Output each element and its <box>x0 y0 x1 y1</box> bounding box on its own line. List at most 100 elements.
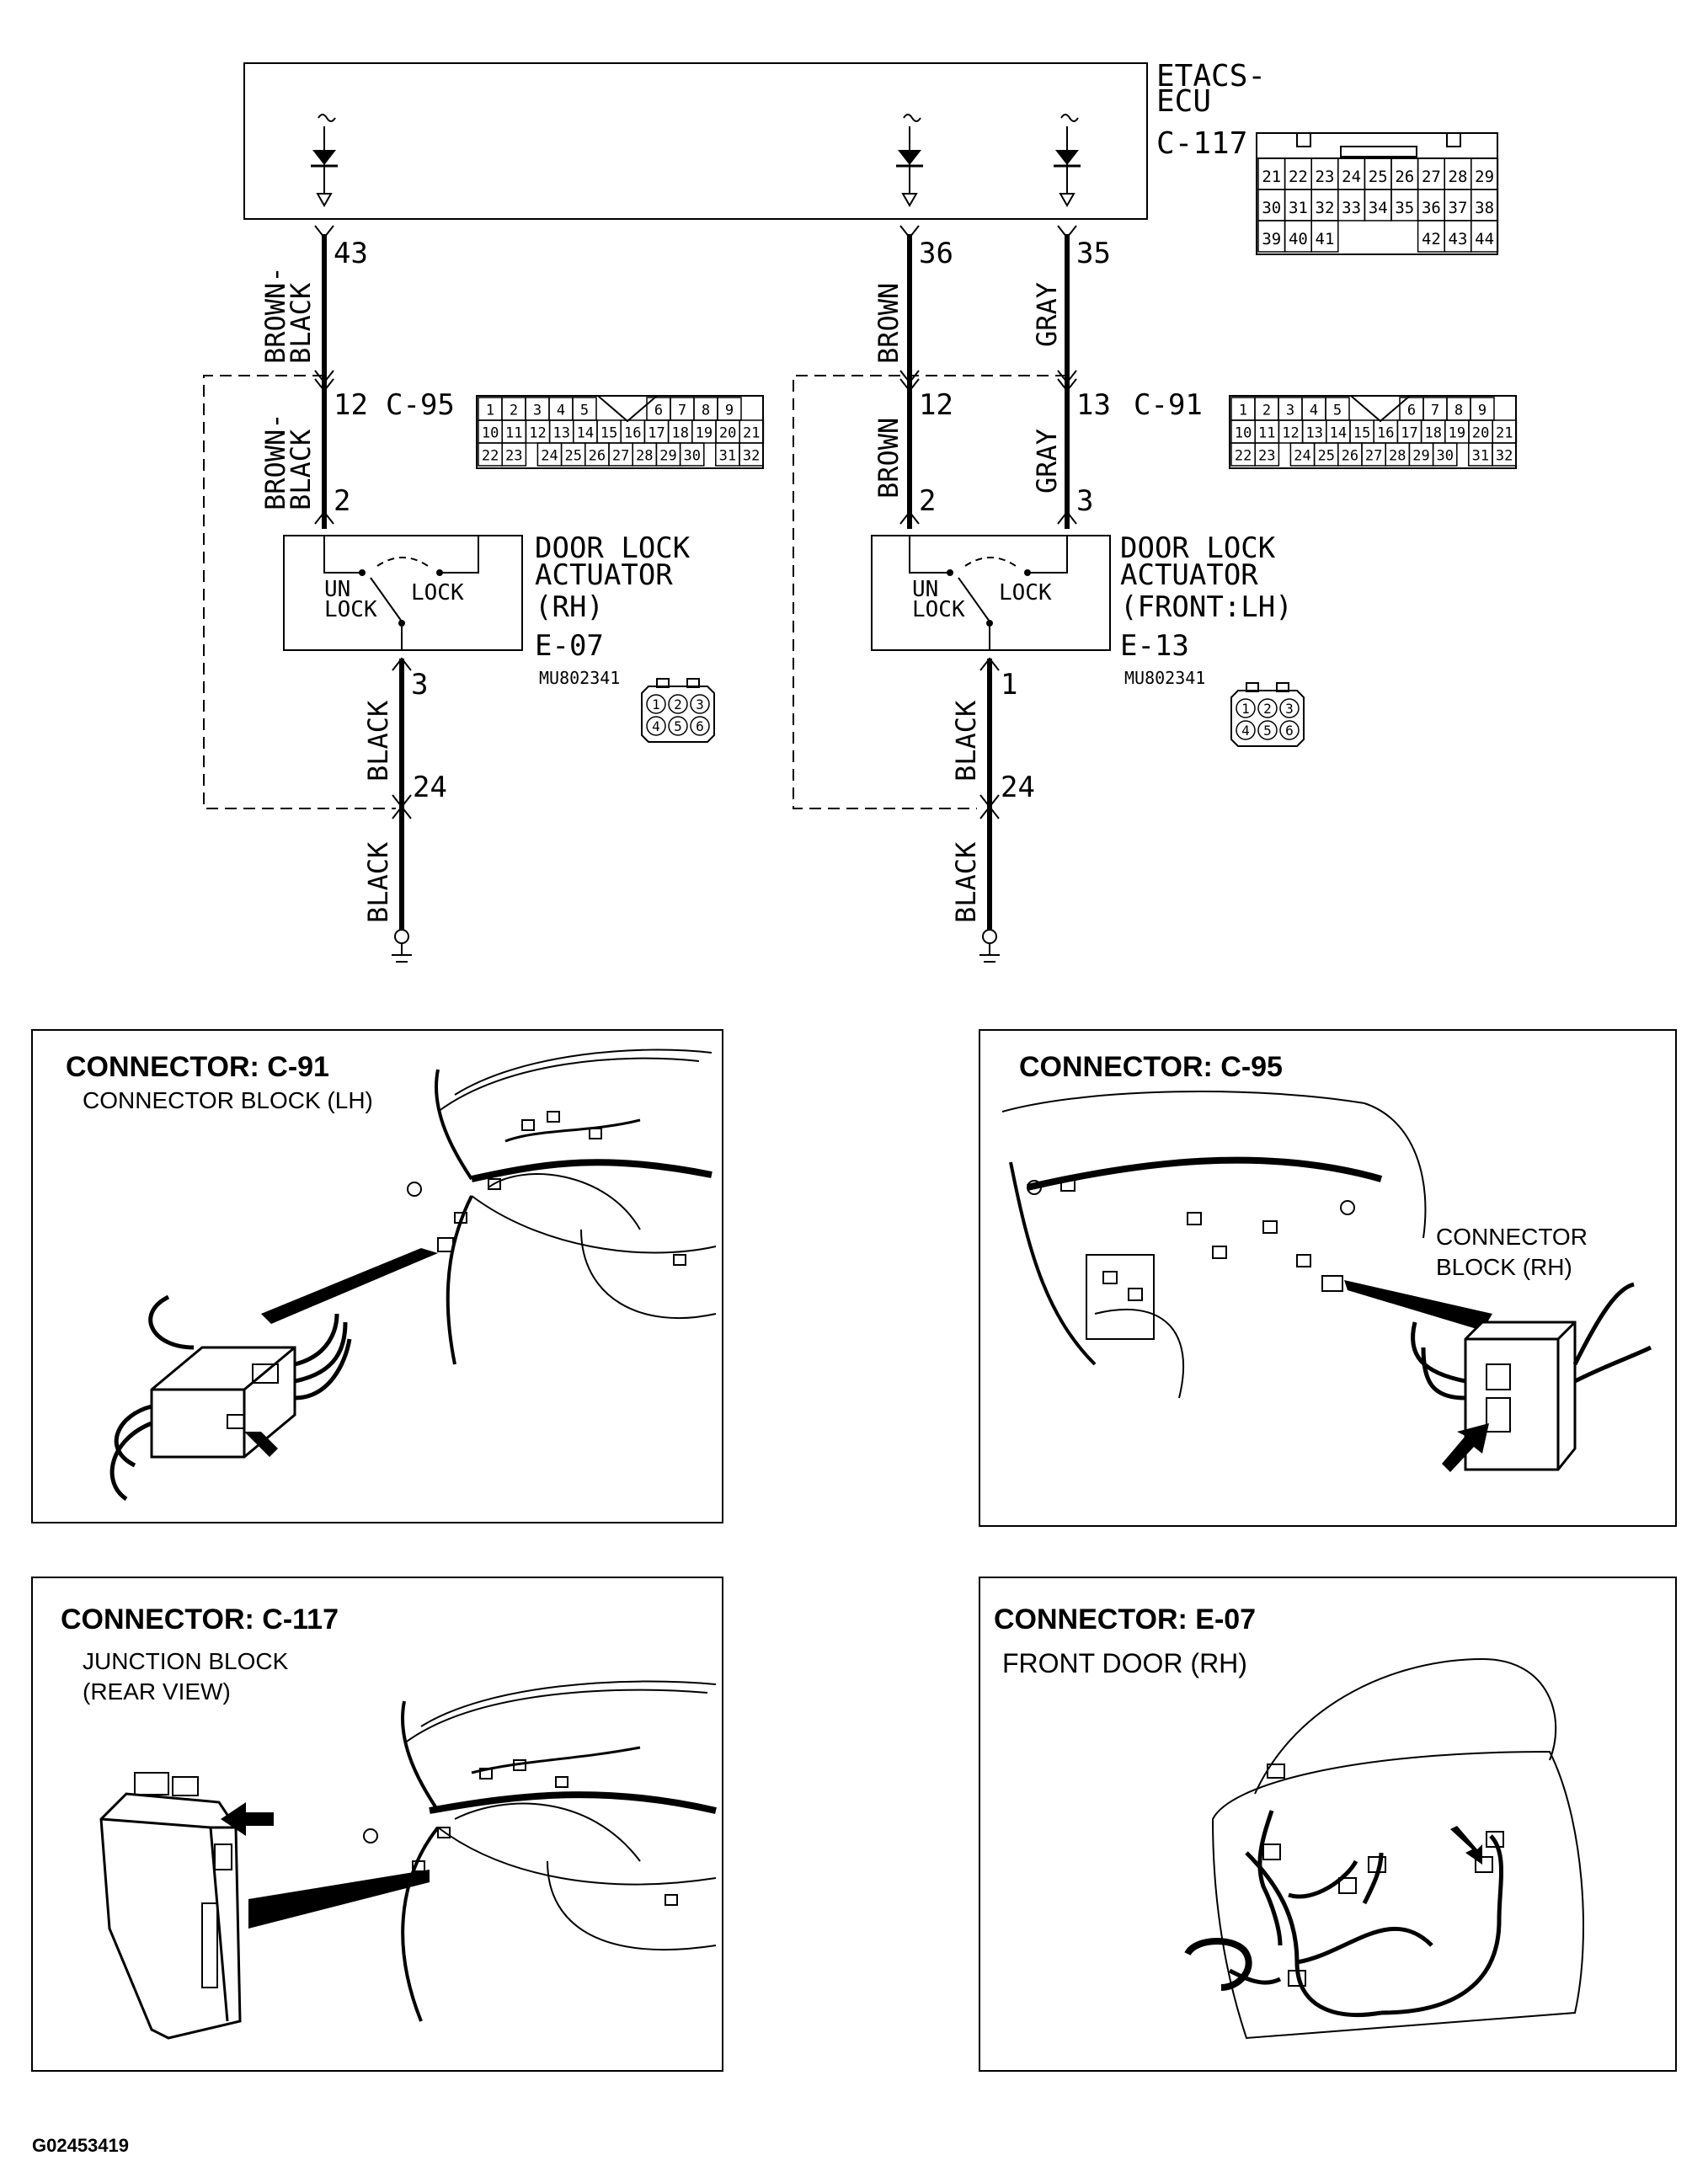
connector-pin-cell: 26 <box>589 447 606 464</box>
connector-pin-cell: 11 <box>505 424 522 441</box>
connector-pin-cell: 18 <box>1424 424 1441 441</box>
actuator-rh-block <box>283 535 523 651</box>
connector-pin-cell: 28 <box>1389 447 1406 464</box>
connector-pin-cell: 31 <box>1472 447 1489 464</box>
connector-pin-cell: 32 <box>743 447 760 464</box>
ecu-pin-cell: 34 <box>1369 199 1388 217</box>
panel-c95-title: CONNECTOR: C-95 <box>1019 1051 1283 1083</box>
connector-pin-cell: 21 <box>1496 424 1513 441</box>
connector-pin-cell: 32 <box>1496 447 1513 464</box>
harness-boundary-rh <box>203 375 396 809</box>
connector-pin-cell: 12 <box>529 424 546 441</box>
plug-pin-label: 5 <box>1263 723 1272 739</box>
plug-pin-circle <box>1279 698 1300 718</box>
plug-pin-label: 3 <box>696 696 704 712</box>
connector-pin-cell: 16 <box>624 424 641 441</box>
connector-pin-cell: 6 <box>1407 402 1416 419</box>
panel-c95-label-line2: BLOCK (RH) <box>1436 1254 1572 1280</box>
plug-pin-label: 4 <box>1241 723 1250 739</box>
connector-pin-cell: 18 <box>671 424 688 441</box>
ecu-pin-cell: 39 <box>1262 230 1281 248</box>
panel-e07-subtitle: FRONT DOOR (RH) <box>1002 1648 1247 1678</box>
wire-36-pin: 36 <box>919 237 953 270</box>
connector-pin-cell: 30 <box>1436 447 1453 464</box>
connector-pin-cell: 11 <box>1258 424 1275 441</box>
panel-c117 <box>31 1577 723 2072</box>
dashboard-illustration-c117 <box>363 1680 717 2022</box>
ecu-pin-cell: 37 <box>1449 199 1468 217</box>
actuator-lh-part-number: MU802341 <box>1124 668 1205 688</box>
ecu-diode-mid <box>896 114 923 208</box>
ecu-pin-cell: 38 <box>1475 199 1494 217</box>
lh-ground-wire-color-2: BLACK <box>950 841 982 923</box>
connector-pin-cell-box <box>739 442 764 467</box>
connector-pin-cell: 8 <box>1454 402 1463 419</box>
front-door-illustration <box>1184 1657 1584 2040</box>
actuator-lh-plug-icon <box>1230 682 1305 747</box>
plug-pin-circle <box>668 694 688 714</box>
ecu-pin-cell: 22 <box>1289 168 1308 186</box>
rh-ground-pin: 3 <box>411 668 428 702</box>
plug-pin-label: 1 <box>1241 701 1250 717</box>
actuator-lh-block <box>871 535 1111 651</box>
lh-ground-wire-color: BLACK <box>950 700 982 782</box>
actuator-lh-unlock-line2: LOCK <box>912 597 965 622</box>
connector-pin-cell: 17 <box>1401 424 1417 441</box>
connector-pin-cell: 8 <box>702 402 710 419</box>
connector-pin-cell: 7 <box>678 402 686 419</box>
connector-pin-cell: 22 <box>1235 447 1252 464</box>
panel-e07-title: CONNECTOR: E-07 <box>994 1603 1256 1635</box>
panel-c95 <box>979 1029 1677 1527</box>
panel-c117-title: CONNECTOR: C-117 <box>61 1603 339 1635</box>
lh-ground-wire <box>979 657 1000 963</box>
panel-e07 <box>979 1577 1677 2072</box>
actuator-lh-title-line1: DOOR LOCK <box>1120 531 1276 565</box>
actuator-rh-title-line1: DOOR LOCK <box>535 531 691 565</box>
c91-connector-id: C-91 <box>1134 388 1203 422</box>
ecu-pin-chevrons <box>314 225 1077 525</box>
connector-pin-cell: 14 <box>1330 424 1347 441</box>
plug-pin-circle <box>646 716 666 736</box>
ecu-pin-cell: 26 <box>1395 168 1414 186</box>
c91-actuator-pin-brown: 2 <box>919 484 936 518</box>
c95-actuator-pin: 2 <box>334 484 350 518</box>
plug-pin-label: 5 <box>674 718 682 734</box>
actuator-lh-title-line3: (FRONT:LH) <box>1120 590 1293 624</box>
c91-wire-gray: GRAY <box>1031 429 1063 494</box>
c95-connector-id: C-95 <box>386 388 455 422</box>
plug-pin-circle <box>668 716 688 736</box>
ecu-pin-cell: 27 <box>1422 168 1441 186</box>
connector-pin-cell: 10 <box>1235 424 1252 441</box>
rh-ground-wire <box>392 657 412 963</box>
connector-pin-cell: 5 <box>1333 402 1342 419</box>
connector-pin-cell: 27 <box>1365 447 1382 464</box>
connector-pin-cell: 13 <box>1305 424 1322 441</box>
panel-c91 <box>31 1029 723 1523</box>
panel-c117-subtitle-line1: JUNCTION BLOCK <box>83 1648 289 1674</box>
connector-pin-cell-box <box>1254 442 1280 467</box>
connector-pin-cell: 15 <box>1353 424 1370 441</box>
panel-c117-subtitle-line2: (REAR VIEW) <box>83 1678 231 1705</box>
ecu-name-line2: ECU <box>1156 84 1211 119</box>
actuator-rh-title-line3: (RH) <box>535 590 604 624</box>
connector-pin-cell: 1 <box>486 402 494 419</box>
ecu-diode-left <box>311 114 338 208</box>
connector-pin-cell: 9 <box>725 402 734 419</box>
connector-pin-cell: 25 <box>1317 447 1334 464</box>
junction-block-illustration <box>99 1772 242 2040</box>
connector-pin-cell: 9 <box>1478 402 1486 419</box>
connector-pin-cell: 27 <box>612 447 629 464</box>
connector-pin-cell: 23 <box>505 447 522 464</box>
connector-pin-cell: 5 <box>580 402 589 419</box>
connector-pin-cell: 2 <box>510 402 518 419</box>
rh-ground-wire-color: BLACK <box>362 700 394 782</box>
panel-c91-title: CONNECTOR: C-91 <box>66 1051 329 1083</box>
ecu-pin-cell: 40 <box>1289 230 1308 248</box>
panel-c95-label-line1: CONNECTOR <box>1436 1224 1588 1250</box>
connector-pin-cell: 29 <box>659 447 676 464</box>
plug-pin-label: 3 <box>1285 701 1294 717</box>
actuator-lh-lock-label: LOCK <box>999 580 1052 606</box>
actuator-lh-unlock-line1: UN <box>912 577 938 602</box>
